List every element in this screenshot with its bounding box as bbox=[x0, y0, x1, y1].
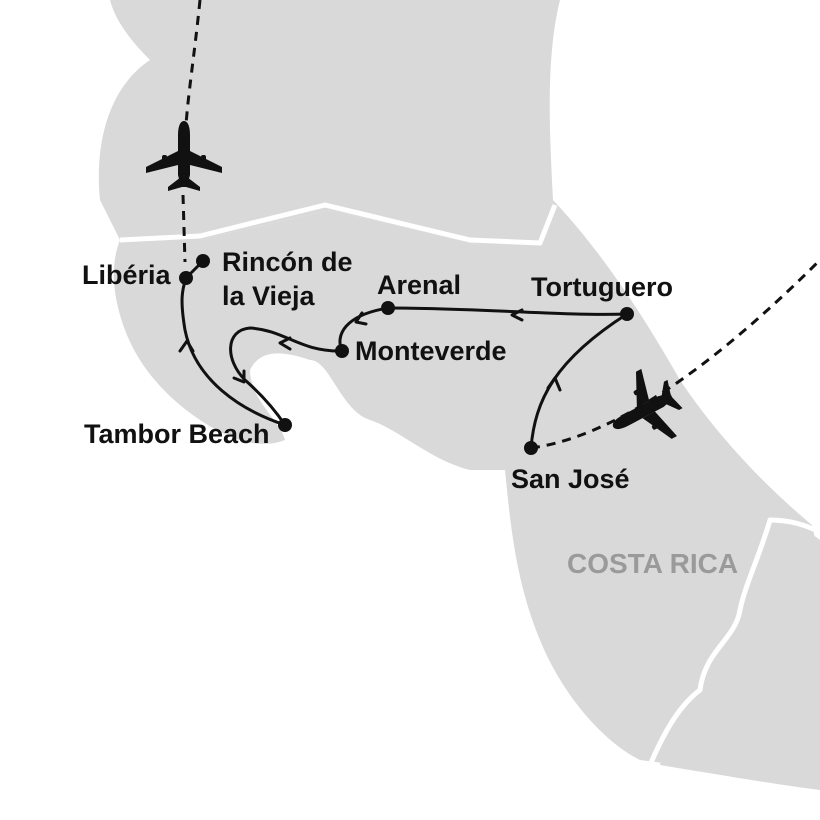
dot-tambor bbox=[278, 418, 292, 432]
flight-path-sanjose bbox=[530, 258, 820, 450]
flight-path-arrival bbox=[184, 0, 202, 126]
land-north bbox=[98, 0, 560, 245]
arrow-sanjose bbox=[546, 376, 562, 392]
land-east bbox=[660, 520, 820, 790]
arrow-tambor bbox=[232, 369, 246, 384]
label-arenal: Arenal bbox=[377, 270, 461, 300]
arrow-arenal bbox=[354, 311, 368, 326]
country-borders bbox=[119, 202, 820, 766]
dot-monteverde bbox=[335, 344, 349, 358]
border-east bbox=[647, 517, 820, 766]
dot-liberia bbox=[179, 271, 193, 285]
label-tortuguero: Tortuguero bbox=[531, 272, 673, 302]
flight-paths bbox=[181, 0, 820, 450]
label-rincon-line2: la Vieja bbox=[222, 281, 316, 311]
dot-rincon bbox=[196, 254, 210, 268]
border-north bbox=[119, 202, 558, 246]
dot-tortuguero bbox=[620, 307, 634, 321]
label-monteverde: Monteverde bbox=[355, 336, 507, 366]
label-liberia: Libéria bbox=[82, 260, 172, 290]
dot-sanjose bbox=[524, 441, 538, 455]
place-dots bbox=[179, 254, 634, 455]
land-mass bbox=[98, 0, 820, 790]
direction-arrows bbox=[178, 308, 562, 392]
arrow-liberia bbox=[178, 339, 195, 353]
arrow-tortuguero bbox=[510, 308, 524, 322]
place-labels: Libéria Rincón de la Vieja Arenal Tortug… bbox=[82, 247, 673, 494]
dot-arenal bbox=[381, 301, 395, 315]
route-monteverde-tambor bbox=[229, 326, 344, 427]
flight-path-liberia bbox=[181, 194, 187, 263]
label-tambor: Tambor Beach bbox=[84, 419, 270, 449]
label-sanjose: San José bbox=[511, 464, 630, 494]
country-label: COSTA RICA bbox=[567, 548, 738, 579]
arrow-monteverde bbox=[278, 336, 292, 351]
label-rincon-line1: Rincón de bbox=[222, 247, 353, 277]
